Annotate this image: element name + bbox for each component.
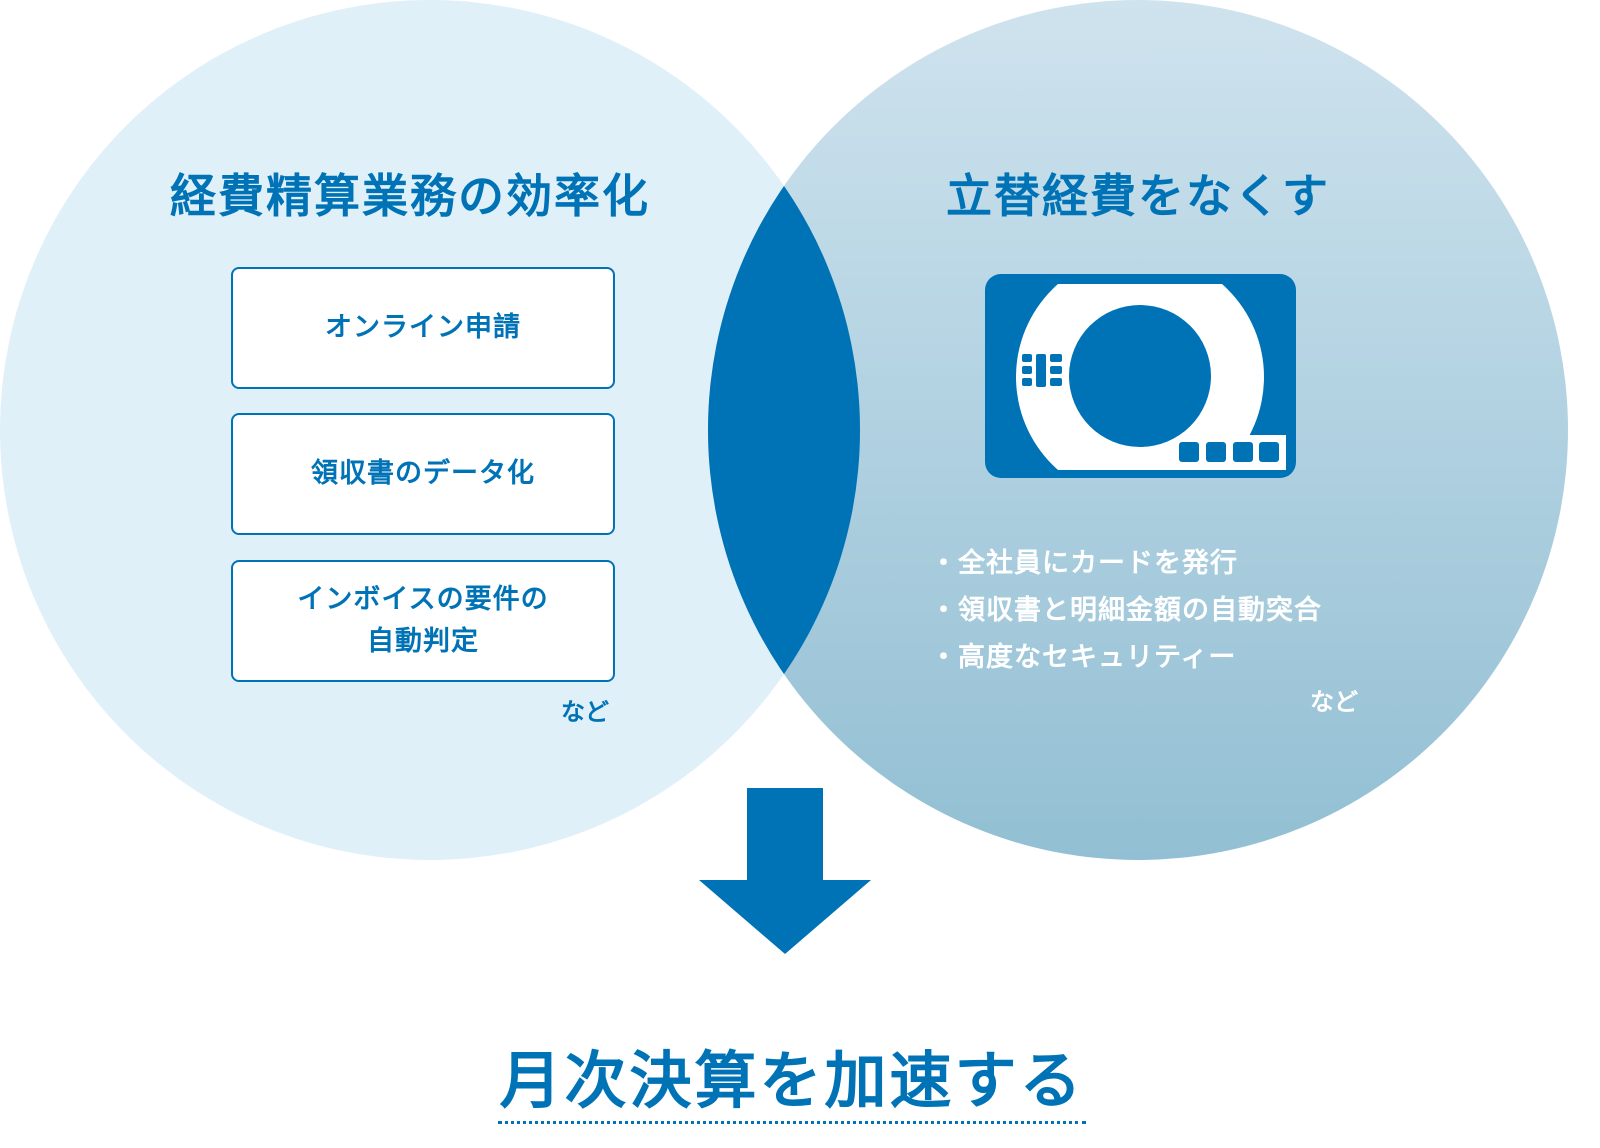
down-arrow-icon xyxy=(699,788,871,954)
bullet-item: ・高度なセキュリティー xyxy=(930,642,1237,673)
right-title: 立替経費をなくす xyxy=(946,169,1330,223)
result-heading: 月次決算を加速する xyxy=(499,1044,1085,1117)
left-title: 経費精算業務の効率化 xyxy=(170,169,650,223)
right-bullet-list: ・全社員にカードを発行 ・領収書と明細金額の自動突合 ・高度なセキュリティー xyxy=(930,540,1322,681)
result-underline xyxy=(498,1121,1086,1124)
feature-box-online-application: オンライン申請 xyxy=(231,267,615,389)
credit-card-icon xyxy=(985,274,1296,478)
feature-box-invoice-check: インボイスの要件の 自動判定 xyxy=(231,560,615,682)
bullet-item: ・全社員にカードを発行 xyxy=(930,548,1238,579)
right-etc: など xyxy=(1310,688,1358,716)
feature-box-receipt-digitization: 領収書のデータ化 xyxy=(231,413,615,535)
left-etc: など xyxy=(561,698,609,726)
bullet-item: ・領収書と明細金額の自動突合 xyxy=(930,595,1322,626)
